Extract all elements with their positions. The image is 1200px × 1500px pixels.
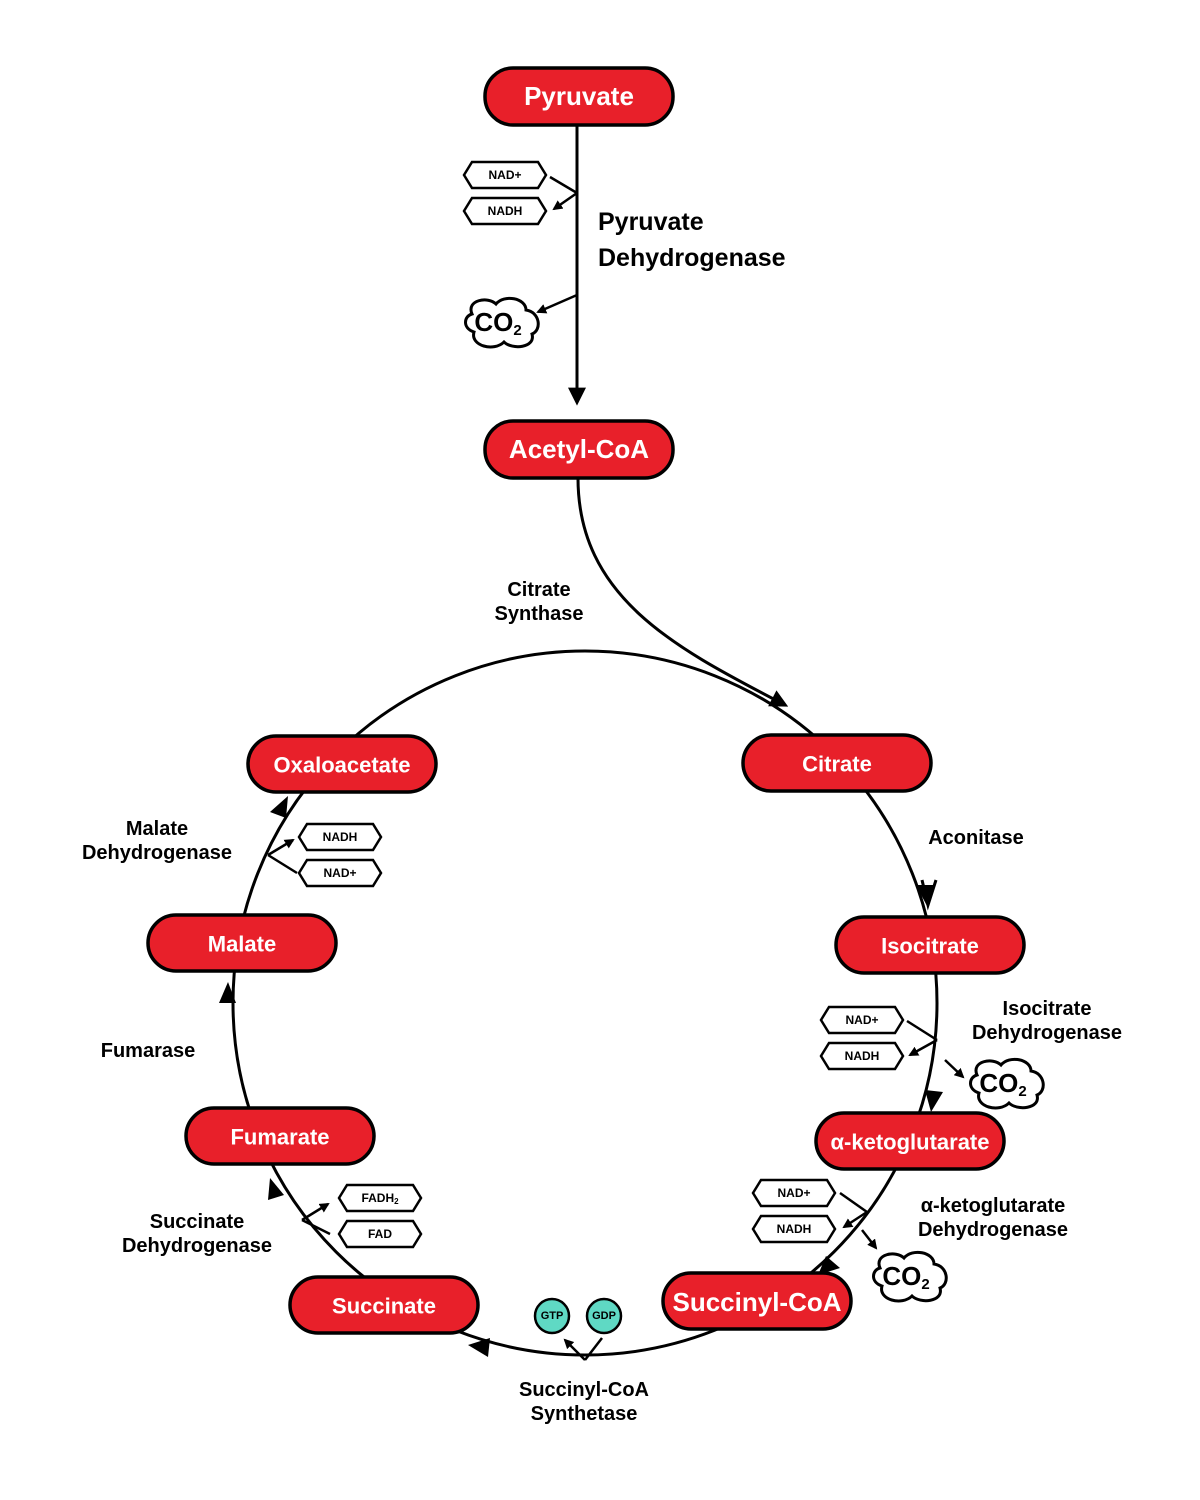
svg-text:GDP: GDP	[592, 1310, 616, 1322]
pdh-cofactors: NAD+ NADH CO2	[462, 160, 578, 349]
svg-text:CO2: CO2	[979, 1068, 1026, 1100]
node-isocitrate: Isocitrate	[834, 915, 1026, 975]
co2-cloud-icon: CO2	[969, 1057, 1045, 1110]
svg-text:NAD+: NAD+	[777, 1186, 810, 1200]
svg-text:Succinate: Succinate	[332, 1294, 436, 1319]
acetyl-coa-entry-arrow	[576, 477, 789, 707]
fadh2-tag: FADH2	[337, 1183, 423, 1213]
gtp-circle: GTP	[533, 1297, 571, 1335]
akgdh-cofactors: NAD+ NADH CO2	[751, 1178, 948, 1303]
idh-cofactors: NAD+ NADH CO2	[819, 1005, 1045, 1110]
node-acetyl-coa: Acetyl-CoA	[483, 419, 675, 480]
enzyme-fumarase: Fumarase	[101, 1040, 196, 1062]
svg-text:GTP: GTP	[541, 1310, 564, 1322]
nad-plus-tag: NAD+	[751, 1178, 837, 1208]
svg-text:FAD: FAD	[368, 1227, 392, 1241]
nadh-tag: NADH	[297, 822, 383, 852]
svg-text:Malate: Malate	[208, 932, 276, 957]
svg-text:Isocitrate: Isocitrate	[881, 934, 979, 959]
node-succinate: Succinate	[288, 1275, 480, 1335]
node-fumarate: Fumarate	[184, 1106, 376, 1166]
node-malate: Malate	[146, 913, 338, 973]
mdh-cofactors: NADH NAD+	[267, 822, 383, 888]
node-succinyl-coa: Succinyl-CoA	[661, 1271, 853, 1331]
cycle-arrowheads	[219, 796, 943, 1357]
fad-tag: FAD	[337, 1219, 423, 1249]
nad-plus-tag: NAD+	[462, 160, 548, 190]
svg-text:FADH2: FADH2	[361, 1191, 399, 1206]
svg-text:Succinyl-CoA: Succinyl-CoA	[672, 1287, 841, 1317]
scs-cofactors: GTP GDP	[533, 1297, 623, 1361]
svg-text:NADH: NADH	[777, 1222, 812, 1236]
svg-text:Acetyl-CoA: Acetyl-CoA	[509, 434, 649, 464]
node-a-ketoglutarate: α-ketoglutarate	[814, 1111, 1006, 1171]
enzyme-aconitase: Aconitase	[928, 827, 1024, 849]
svg-text:CO2: CO2	[882, 1261, 929, 1293]
node-pyruvate: Pyruvate	[483, 66, 675, 127]
nadh-tag: NADH	[751, 1214, 837, 1244]
svg-text:α-ketoglutarate: α-ketoglutarate	[831, 1130, 990, 1155]
svg-text:Pyruvate: Pyruvate	[524, 81, 634, 111]
svg-text:NADH: NADH	[323, 830, 358, 844]
svg-text:Fumarate: Fumarate	[230, 1125, 329, 1150]
svg-text:Oxaloacetate: Oxaloacetate	[274, 753, 411, 778]
svg-text:NAD+: NAD+	[845, 1013, 878, 1027]
gdp-circle: GDP	[585, 1297, 623, 1335]
node-citrate: Citrate	[741, 733, 933, 793]
nadh-tag: NADH	[462, 196, 548, 226]
sdh-cofactors: FADH2 FAD	[301, 1183, 423, 1249]
svg-text:Citrate: Citrate	[802, 752, 872, 777]
node-oxaloacetate: Oxaloacetate	[246, 734, 438, 794]
nad-plus-tag: NAD+	[297, 858, 383, 888]
co2-cloud-icon: CO2	[464, 296, 540, 349]
svg-text:NADH: NADH	[845, 1049, 880, 1063]
nadh-tag: NADH	[819, 1041, 905, 1071]
svg-text:NADH: NADH	[488, 204, 523, 218]
svg-text:CO2: CO2	[474, 307, 521, 339]
nad-plus-tag: NAD+	[819, 1005, 905, 1035]
svg-text:NAD+: NAD+	[488, 168, 521, 182]
svg-text:NAD+: NAD+	[323, 866, 356, 880]
co2-cloud-icon: CO2	[872, 1250, 948, 1303]
